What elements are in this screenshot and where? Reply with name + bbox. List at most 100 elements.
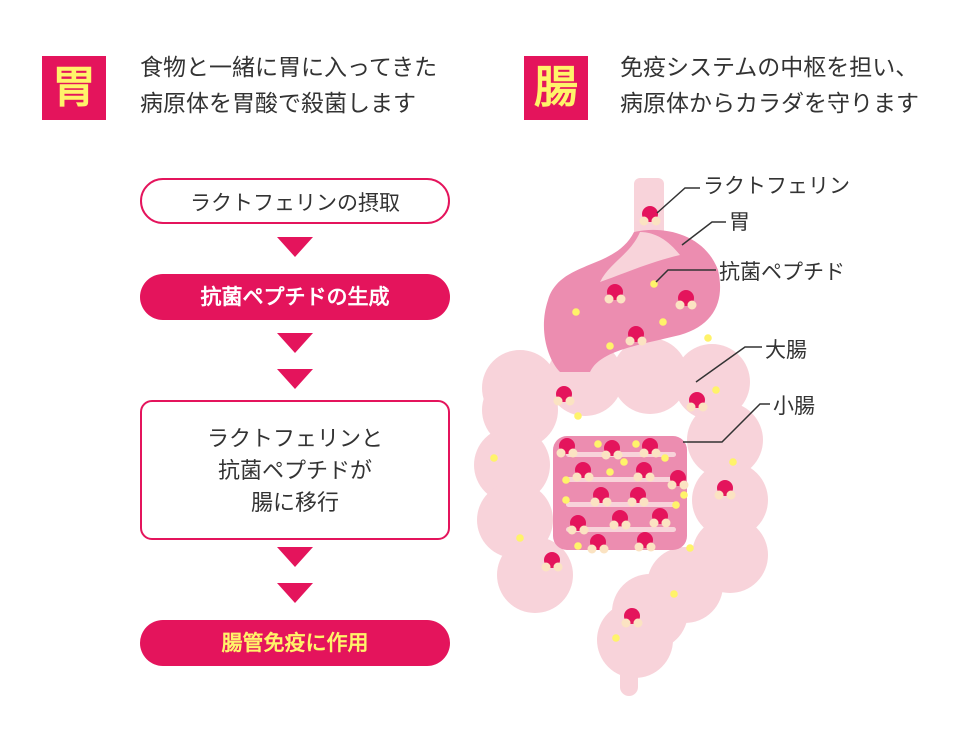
flow-arrow-5 bbox=[277, 583, 313, 603]
peptide-dot-12 bbox=[661, 454, 669, 462]
lactoferrin-marker-22-base-left bbox=[621, 618, 631, 628]
lactoferrin-marker-19-base-right bbox=[646, 542, 656, 552]
lactoferrin-marker-6-base-left bbox=[686, 402, 696, 412]
lactoferrin-marker-1-base-right bbox=[651, 216, 661, 226]
intestine-description: 免疫システムの中枢を担い、 病原体からカラダを守ります bbox=[620, 50, 919, 122]
callout-line-peptide bbox=[655, 269, 716, 283]
lactoferrin-marker-18-base-right bbox=[599, 544, 609, 554]
lactoferrin-marker-13-base-right bbox=[602, 497, 612, 507]
lactoferrin-marker-5-base-right bbox=[565, 396, 575, 406]
large-intestine-segment-12 bbox=[474, 427, 550, 503]
peptide-dot-21 bbox=[686, 544, 694, 552]
callout-line-lactoferrin bbox=[656, 187, 700, 214]
callout-line-large-intestine bbox=[695, 346, 762, 383]
peptide-dot-20 bbox=[516, 534, 524, 542]
flow-step-migration-line2: 抗菌ペプチドが bbox=[217, 459, 372, 484]
peptide-dot-7 bbox=[712, 386, 720, 394]
label-large-intestine: 大腸 bbox=[765, 338, 807, 362]
lactoferrin-marker-11-base-right bbox=[645, 472, 655, 482]
large-intestine-segment-6 bbox=[692, 462, 768, 538]
lactoferrin-marker-9-base-right bbox=[651, 448, 661, 458]
label-peptide: 抗菌ペプチド bbox=[719, 260, 845, 284]
callout-line-small-intestine bbox=[683, 403, 770, 443]
label-lactoferrin: ラクトフェリン bbox=[703, 174, 850, 198]
lactoferrin-marker-21-base-left bbox=[541, 562, 551, 572]
lactoferrin-marker-10-base-left bbox=[572, 472, 582, 482]
peptide-dot-13 bbox=[620, 458, 628, 466]
lactoferrin-marker-7-base-left bbox=[556, 448, 566, 458]
lactoferrin-marker-12-base-left bbox=[667, 480, 677, 490]
label-stomach: 胃 bbox=[729, 210, 750, 234]
lactoferrin-marker-16-base-right bbox=[661, 518, 671, 528]
peptide-dot-8 bbox=[490, 454, 498, 462]
peptide-dot-2 bbox=[572, 308, 580, 316]
flow-step-immune-action: 腸管免疫に作用 bbox=[140, 620, 450, 666]
lactoferrin-marker-13-base-left bbox=[590, 497, 600, 507]
stomach-description-line1: 食物と一緒に胃に入ってきた bbox=[140, 55, 438, 81]
callout-line-stomach bbox=[681, 221, 726, 246]
peptide-dot-18 bbox=[672, 501, 680, 509]
lactoferrin-marker-17-base-left bbox=[567, 525, 577, 535]
flow-step-peptide-generation: 抗菌ペプチドの生成 bbox=[140, 274, 450, 320]
intestine-description-line2: 病原体からカラダを守ります bbox=[620, 91, 919, 117]
peptide-dot-1 bbox=[650, 280, 658, 288]
lactoferrin-marker-15-base-left bbox=[609, 520, 619, 530]
peptide-dot-9 bbox=[729, 458, 737, 466]
lactoferrin-marker-3-base-left bbox=[675, 300, 685, 310]
stomach-badge: 胃 bbox=[42, 56, 106, 120]
flow-arrow-4 bbox=[277, 547, 313, 567]
lactoferrin-marker-16-base-left bbox=[649, 518, 659, 528]
flow-arrow-2 bbox=[277, 333, 313, 353]
stomach-upper bbox=[600, 232, 680, 282]
lactoferrin-marker-2-base-right bbox=[616, 294, 626, 304]
lactoferrin-marker-8-base-right bbox=[613, 450, 623, 460]
flow-step-migration-line1: ラクトフェリンと bbox=[206, 427, 383, 452]
peptide-dot-23 bbox=[612, 634, 620, 642]
lactoferrin-marker-4-base-left bbox=[625, 336, 635, 346]
peptide-dot-22 bbox=[670, 590, 678, 598]
flow-step-migration: ラクトフェリンと 抗菌ペプチドが 腸に移行 bbox=[140, 400, 450, 540]
small-intestine-fold-4 bbox=[566, 527, 676, 532]
lactoferrin-marker-20-base-left bbox=[714, 490, 724, 500]
peptide-dot-3 bbox=[659, 318, 667, 326]
lactoferrin-marker-12-base-right bbox=[679, 480, 689, 490]
lactoferrin-marker-18-base-left bbox=[587, 544, 597, 554]
lactoferrin-marker-20-base-right bbox=[726, 490, 736, 500]
lactoferrin-marker-11-base-left bbox=[633, 472, 643, 482]
flow-step-migration-line3: 腸に移行 bbox=[250, 491, 339, 516]
lactoferrin-marker-5-base-left bbox=[553, 396, 563, 406]
lactoferrin-marker-19-base-left bbox=[634, 542, 644, 552]
large-intestine-segment-3 bbox=[612, 338, 688, 414]
peptide-dot-15 bbox=[606, 468, 614, 476]
organ-shapes bbox=[474, 178, 768, 696]
lactoferrin-marker-4-base-right bbox=[637, 336, 647, 346]
lactoferrin-marker-2-base-left bbox=[604, 294, 614, 304]
lactoferrin-marker-14-base-right bbox=[639, 497, 649, 507]
peptide-dot-16 bbox=[680, 491, 688, 499]
flow-step-intake: ラクトフェリンの摂取 bbox=[140, 178, 450, 224]
rectum bbox=[620, 620, 638, 696]
flow-arrow-1 bbox=[277, 237, 313, 257]
intestine-badge: 腸 bbox=[524, 56, 588, 120]
stomach-body bbox=[543, 229, 721, 372]
label-small-intestine: 小腸 bbox=[773, 394, 815, 418]
stomach-description: 食物と一緒に胃に入ってきた 病原体を胃酸で殺菌します bbox=[140, 50, 437, 122]
lactoferrin-marker-10-base-right bbox=[584, 472, 594, 482]
lactoferrin-marker-7-base-right bbox=[568, 448, 578, 458]
lactoferrin-marker-22-base-right bbox=[633, 618, 643, 628]
lactoferrin-marker-1-base-left bbox=[639, 216, 649, 226]
peptide-dot-10 bbox=[594, 440, 602, 448]
peptide-dot-6 bbox=[574, 412, 582, 420]
intestine-description-line1: 免疫システムの中枢を担い、 bbox=[620, 55, 919, 81]
lactoferrin-marker-17-base-right bbox=[579, 525, 589, 535]
lactoferrin-marker-9-base-left bbox=[639, 448, 649, 458]
lactoferrin-marker-21-base-right bbox=[553, 562, 563, 572]
stomach-description-line2: 病原体を胃酸で殺菌します bbox=[140, 91, 416, 117]
small-intestine-fold-3 bbox=[566, 502, 676, 507]
peptide-dot-14 bbox=[562, 476, 570, 484]
callout-lines bbox=[655, 187, 770, 443]
lactoferrin-marker-15-base-right bbox=[621, 520, 631, 530]
flow-arrow-3 bbox=[277, 369, 313, 389]
lactoferrin-marker-8-base-left bbox=[601, 450, 611, 460]
